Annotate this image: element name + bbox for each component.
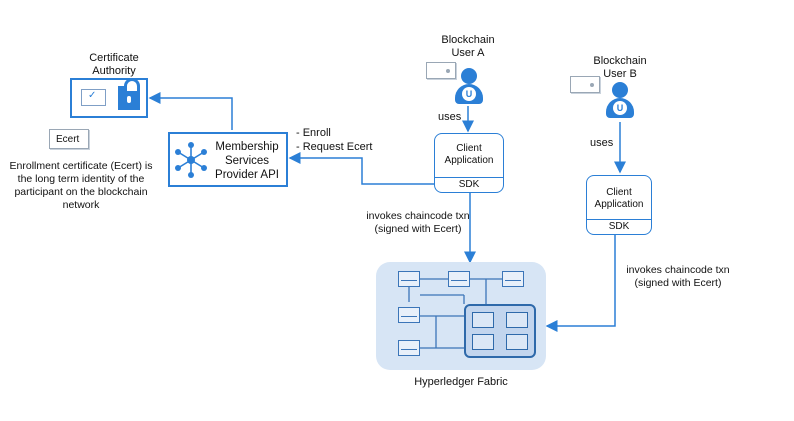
- client-b-label: Client Application: [594, 187, 644, 210]
- client-application-b[interactable]: Client Application SDK: [586, 175, 652, 235]
- certificate-icon: ✓: [81, 89, 106, 106]
- fabric-node: [398, 307, 420, 323]
- fabric-core-cell: [472, 312, 494, 328]
- hyperledger-fabric-network[interactable]: [376, 262, 546, 370]
- ecert-card-label: Ecert: [56, 134, 80, 145]
- lock-icon: [118, 78, 140, 110]
- fabric-label: Hyperledger Fabric: [414, 376, 508, 388]
- ecert-card: Ecert: [49, 129, 89, 149]
- invoke-label-a: invokes chaincode txn (signed with Ecert…: [366, 210, 470, 235]
- wallet-icon-user-b: [570, 76, 600, 93]
- user-b-uses: uses: [590, 137, 614, 149]
- network-hub-icon: [175, 142, 207, 178]
- user-a-label: Blockchain User A: [441, 34, 495, 59]
- msp-action-request-ecert: - Request Ecert: [296, 141, 373, 153]
- invoke-label-b: invokes chaincode txn (signed with Ecert…: [626, 264, 730, 289]
- client-application-a[interactable]: Client Application SDK: [434, 133, 504, 193]
- ca-label: Certificate Authority: [89, 52, 139, 77]
- fabric-core-cell: [506, 312, 528, 328]
- client-a-label: Client Application: [444, 143, 494, 166]
- fabric-node: [502, 271, 524, 287]
- user-b-label: Blockchain User B: [593, 55, 647, 80]
- fabric-node: [448, 271, 470, 287]
- client-a-sdk: SDK: [435, 177, 503, 192]
- wallet-icon-user-a: [426, 62, 456, 79]
- fabric-core-cell: [472, 334, 494, 350]
- arrow-msp-to-ca: [148, 92, 233, 130]
- msp-api-label: Membership Services Provider API: [215, 141, 279, 181]
- client-b-sdk: SDK: [587, 219, 651, 234]
- user-a-avatar: U: [455, 68, 483, 108]
- fabric-core: [464, 304, 536, 358]
- certificate-authority-box[interactable]: ✓: [70, 78, 148, 118]
- user-a-badge: U: [462, 87, 476, 101]
- user-b-badge: U: [613, 101, 627, 115]
- msp-action-enroll: - Enroll: [296, 127, 331, 139]
- ecert-description: Enrollment certificate (Ecert) is the lo…: [9, 160, 153, 211]
- user-b-avatar: U: [606, 82, 634, 122]
- arrow-client-to-msp: [288, 152, 434, 185]
- fabric-node: [398, 271, 420, 287]
- fabric-node: [398, 340, 420, 356]
- fabric-links: [408, 278, 502, 349]
- msp-api-box[interactable]: Membership Services Provider API: [168, 132, 288, 187]
- fabric-core-cell: [506, 334, 528, 350]
- arrow-client-b-to-fabric: [545, 235, 616, 332]
- user-a-uses: uses: [438, 111, 462, 123]
